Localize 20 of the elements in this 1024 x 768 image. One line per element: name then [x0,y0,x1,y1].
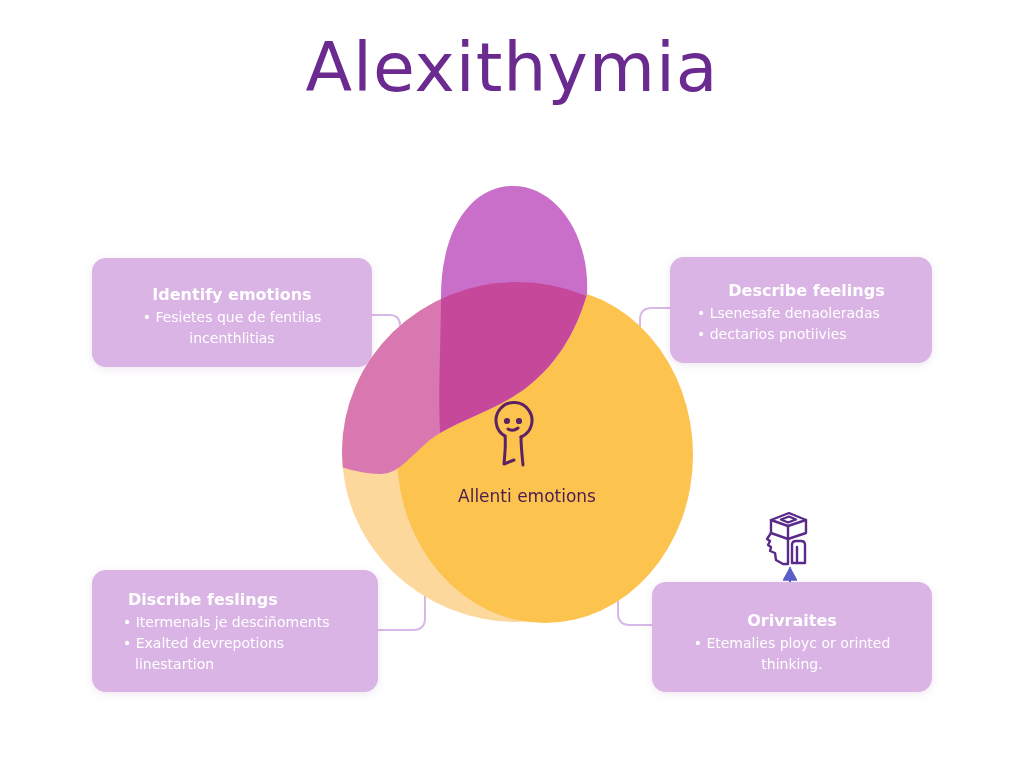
info-card [652,582,932,692]
bullet-text: • Fesietes que de fentilas incenthlitias [141,307,323,348]
info-card [670,257,932,363]
overlapping-blobs [342,185,694,624]
connector-line [639,307,671,328]
bullet-text: • Exalted devrepotions linestartion [123,633,286,674]
info-card [92,258,372,367]
connector-line [617,600,653,626]
card-heading: Describe feelings [727,280,886,302]
bullet-text: • Etemalies ployc or orinted thinking. [692,634,892,674]
arrow [782,567,798,583]
card-heading: Discribe feslings [127,588,279,611]
bullet-text: • dectarios pnotiivies [697,325,848,344]
bullet-text: • Lsenesafe denaoleradas [697,304,881,323]
card-heading: Identify emotions [151,283,313,306]
info-card [92,570,378,692]
circle-label: Allenti emotions [458,486,596,506]
connector-line [377,595,426,631]
card-heading: Orivraites [746,610,838,632]
bullet-text: • Itermenals je desciñoments [123,612,331,632]
